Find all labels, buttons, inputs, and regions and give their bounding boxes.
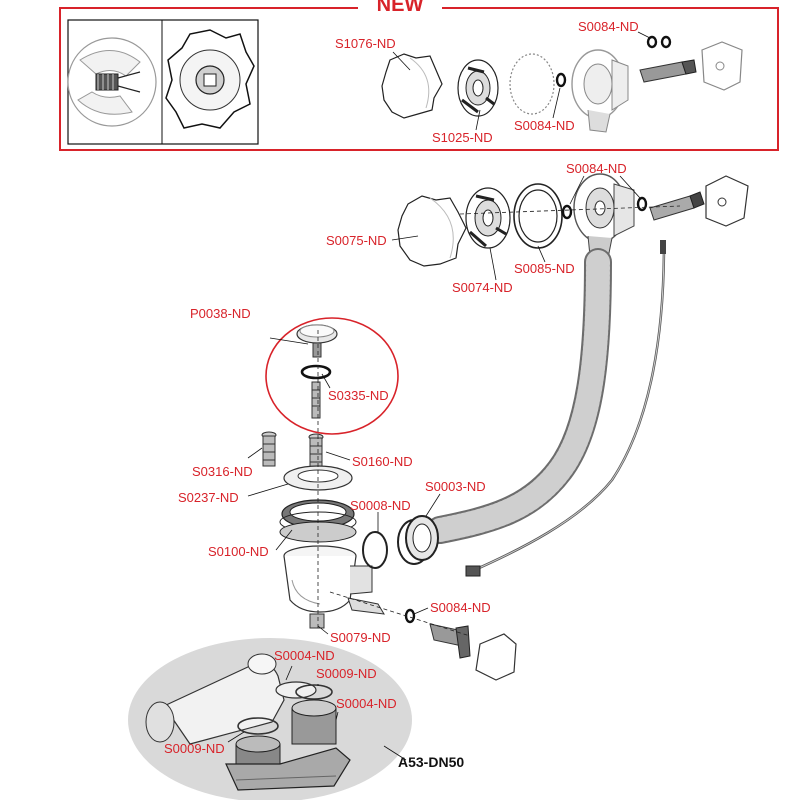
label-s0160: S0160-ND: [352, 454, 413, 469]
label-s0335: S0335-ND: [328, 388, 389, 403]
gasket-s0085: [513, 183, 563, 249]
plug-stem: [311, 381, 321, 419]
screw-s0160: [308, 433, 324, 471]
plug-p0038: [296, 324, 338, 358]
drain-body: [283, 545, 373, 613]
label-s0100: S0100-ND: [208, 544, 269, 559]
label-siphon-model: A53-DN50: [398, 754, 464, 770]
flexible-hose: [426, 248, 612, 544]
new-section-frame: NEW: [59, 0, 779, 151]
label-s0084-overflow: S0084-ND: [566, 161, 627, 176]
label-s0009-a: S0009-ND: [316, 666, 377, 681]
label-s0008: S0008-ND: [350, 498, 411, 513]
part-labels: S0084-ND S1076-ND S1025-ND S0084-ND S008…: [164, 19, 639, 770]
label-p0038: P0038-ND: [190, 306, 251, 321]
knob-underside-icon: [165, 29, 255, 129]
label-s0004-b: S0004-ND: [336, 696, 397, 711]
label-s0084-mid: S0084-ND: [514, 118, 575, 133]
label-s0003: S0003-ND: [425, 479, 486, 494]
knob-s1076: [381, 53, 443, 119]
overflow-body-top: [571, 49, 629, 133]
label-s0084-lower: S0084-ND: [430, 600, 491, 615]
label-s1025: S1025-ND: [432, 130, 493, 145]
siphon-a53-dn50: [145, 653, 351, 791]
washers-s0084-top: [646, 35, 672, 49]
label-s0009-b: S0009-ND: [164, 741, 225, 756]
label-s1076: S1076-ND: [335, 36, 396, 51]
new-banner-label: NEW: [377, 0, 424, 16]
label-s0237: S0237-ND: [178, 490, 239, 505]
washer-s0084-cable: [636, 196, 648, 212]
overflow-body: [573, 173, 635, 259]
overflow-axis: [459, 205, 681, 215]
label-s0079: S0079-ND: [330, 630, 391, 645]
washer-s0084-mid2: [561, 204, 573, 220]
control-cable: [465, 240, 666, 577]
label-s0084-top: S0084-ND: [578, 19, 639, 34]
lever-axis: [329, 591, 471, 637]
mid-leaders: [391, 175, 641, 281]
label-s0074: S0074-ND: [452, 280, 513, 295]
screw-s0316: [261, 431, 277, 467]
label-s0004-a: S0004-ND: [274, 648, 335, 663]
washer-s0084-mid: [555, 72, 567, 88]
ring-s0008: [362, 531, 388, 569]
lever-bracket: [347, 597, 517, 681]
inset-detail-box: [67, 19, 259, 145]
ring-dashed-top: [509, 53, 555, 115]
lower-leaders: [247, 337, 441, 635]
label-s0316: S0316-ND: [192, 464, 253, 479]
knob-s0075: [397, 195, 467, 267]
plug-callout-circle: [265, 317, 399, 435]
rotor-s1025: [457, 59, 499, 117]
label-s0075: S0075-ND: [326, 233, 387, 248]
seal-s0335: [300, 364, 332, 380]
nut-s0003: [397, 515, 439, 565]
label-s0085: S0085-ND: [514, 261, 575, 276]
siphon-leaders: [227, 665, 407, 761]
cable-connector-top: [639, 41, 743, 91]
rotor-s0074: [465, 187, 511, 249]
cable-connector: [649, 175, 749, 227]
rotor-detail-icon: [67, 37, 157, 127]
cap-s0079: [309, 613, 325, 629]
top-leaders: [392, 31, 651, 131]
